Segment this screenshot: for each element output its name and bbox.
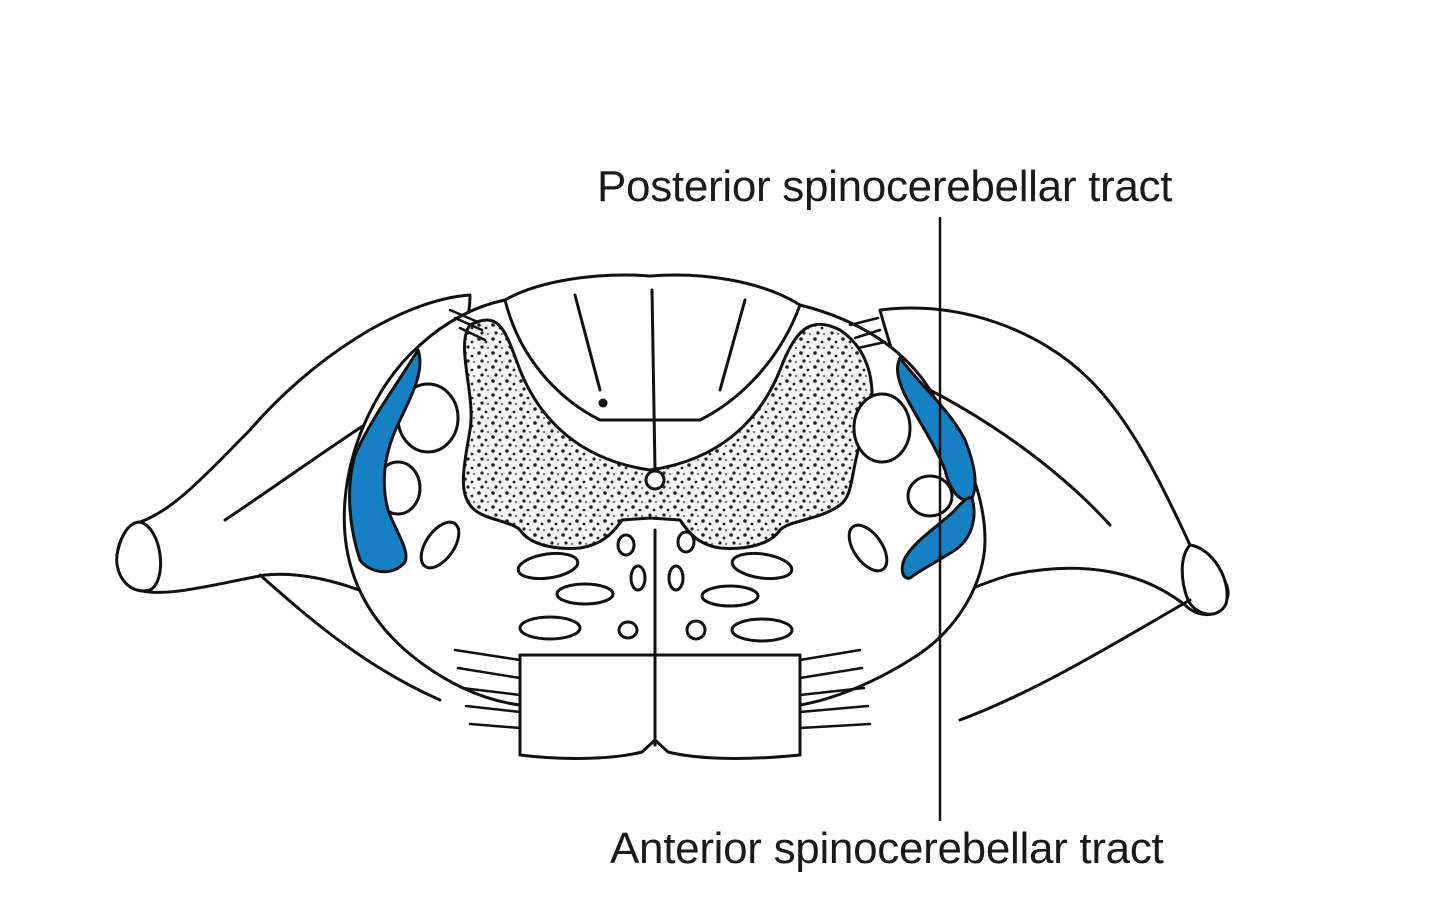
white-matter-oval — [730, 551, 794, 581]
right-root-ventral-band — [958, 598, 1192, 722]
posterior-spinocerebellar-tract-label: Posterior spinocerebellar tract — [597, 162, 1173, 211]
dorsal-septum-left — [573, 293, 602, 392]
white-matter-oval — [676, 530, 696, 554]
dorsal-column-right — [648, 303, 802, 422]
white-matter-oval — [852, 392, 912, 464]
left-spinocerebellar-tract — [348, 348, 422, 574]
central-canal — [644, 469, 666, 491]
right-posterior-spinocerebellar-tract — [896, 356, 977, 502]
white-matter-oval — [555, 582, 615, 606]
white-matter-oval — [629, 564, 647, 592]
left-dorsal-rootlets — [448, 308, 487, 342]
dorsal-column-left — [503, 298, 652, 422]
central-dot — [598, 398, 608, 408]
white-matter-oval — [906, 474, 954, 518]
right-root-end-cap — [1180, 543, 1229, 616]
anterior-spinocerebellar-tract-label: Anterior spinocerebellar tract — [610, 824, 1164, 873]
left-root-ventral-band — [258, 573, 442, 702]
right-dorsal-rootlets — [848, 316, 887, 350]
white-matter-oval — [700, 584, 760, 608]
dorsal-septum-right — [718, 298, 747, 392]
white-matter-oval — [617, 620, 639, 640]
right-root-dorsal-line — [918, 383, 1112, 527]
white-matter-oval — [667, 564, 685, 592]
grey-matter — [461, 318, 874, 550]
left-root-end-cap — [115, 520, 163, 593]
white-matter-oval — [516, 551, 580, 581]
right-ventral-rootlets — [798, 648, 872, 730]
white-matter-oval — [518, 615, 582, 641]
dorsal-median-septum — [650, 288, 657, 472]
right-anterior-spinocerebellar-tract — [900, 496, 976, 580]
left-ventral-rootlets — [453, 648, 522, 730]
white-matter-oval — [616, 533, 636, 557]
white-matter-oval — [685, 619, 707, 641]
white-matter-oval — [730, 617, 794, 643]
white-matter-oval — [419, 520, 461, 570]
white-matter-oval — [847, 523, 889, 573]
